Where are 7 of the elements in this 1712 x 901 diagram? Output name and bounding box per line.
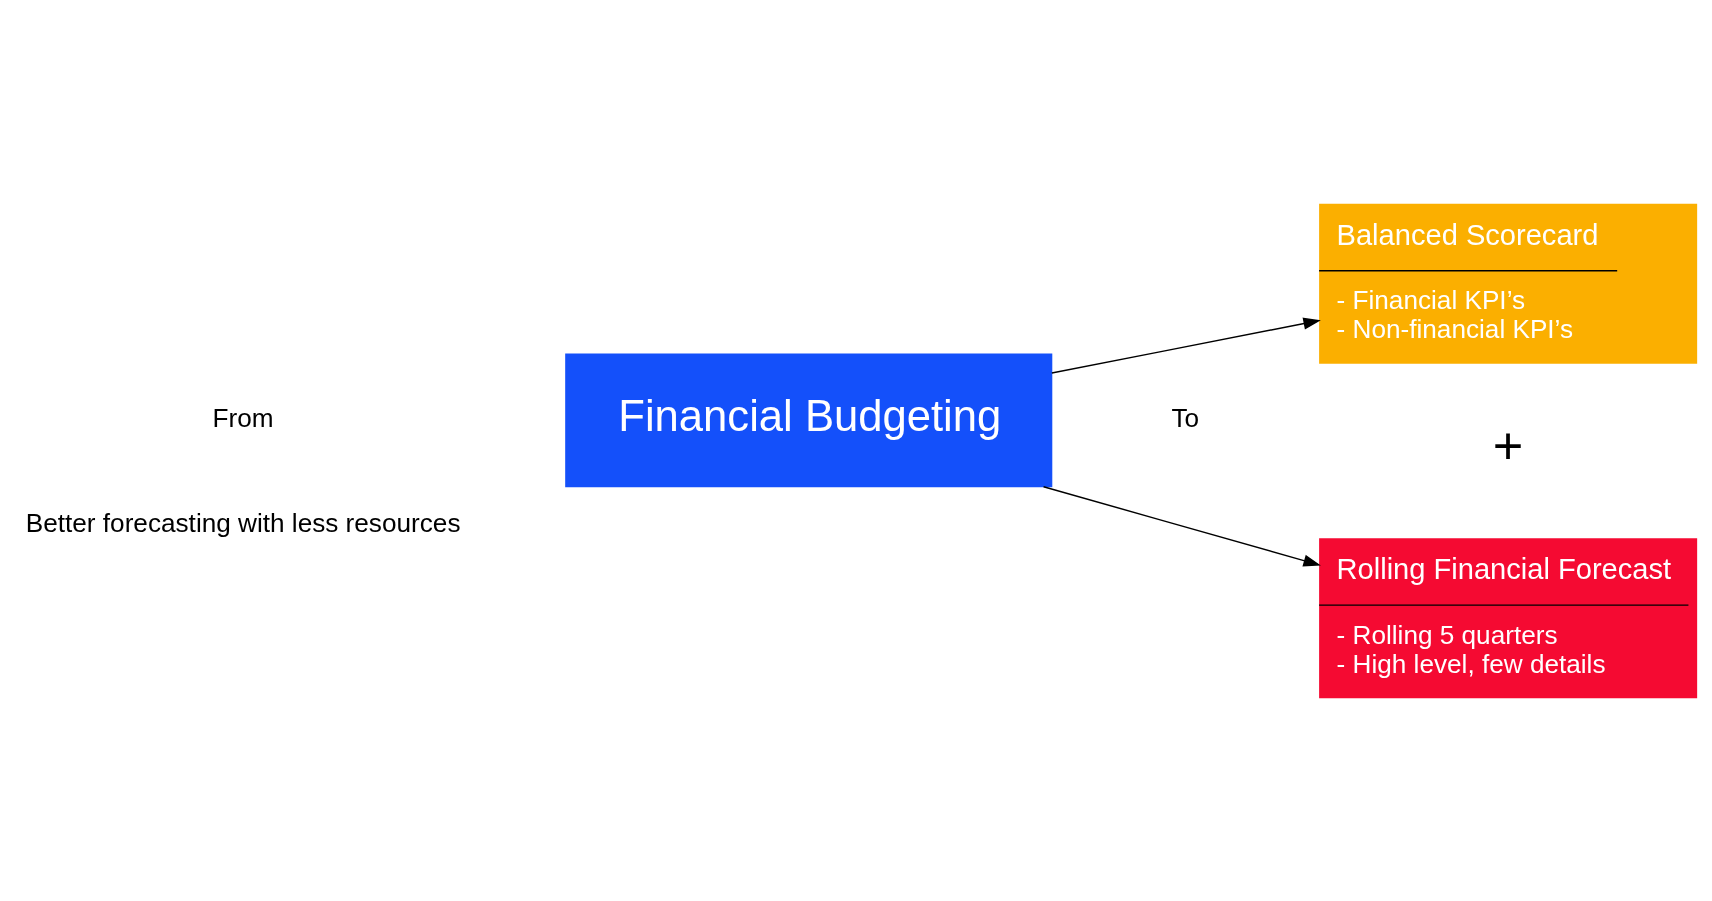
arrow — [1051, 317, 1321, 374]
label: Better forecasting with less resources — [25, 507, 461, 538]
node-box: Financial Budgeting — [565, 353, 1053, 487]
label: To — [1171, 402, 1200, 433]
label: + — [1492, 416, 1524, 475]
arrow — [1042, 485, 1321, 567]
label: From — [212, 402, 274, 433]
